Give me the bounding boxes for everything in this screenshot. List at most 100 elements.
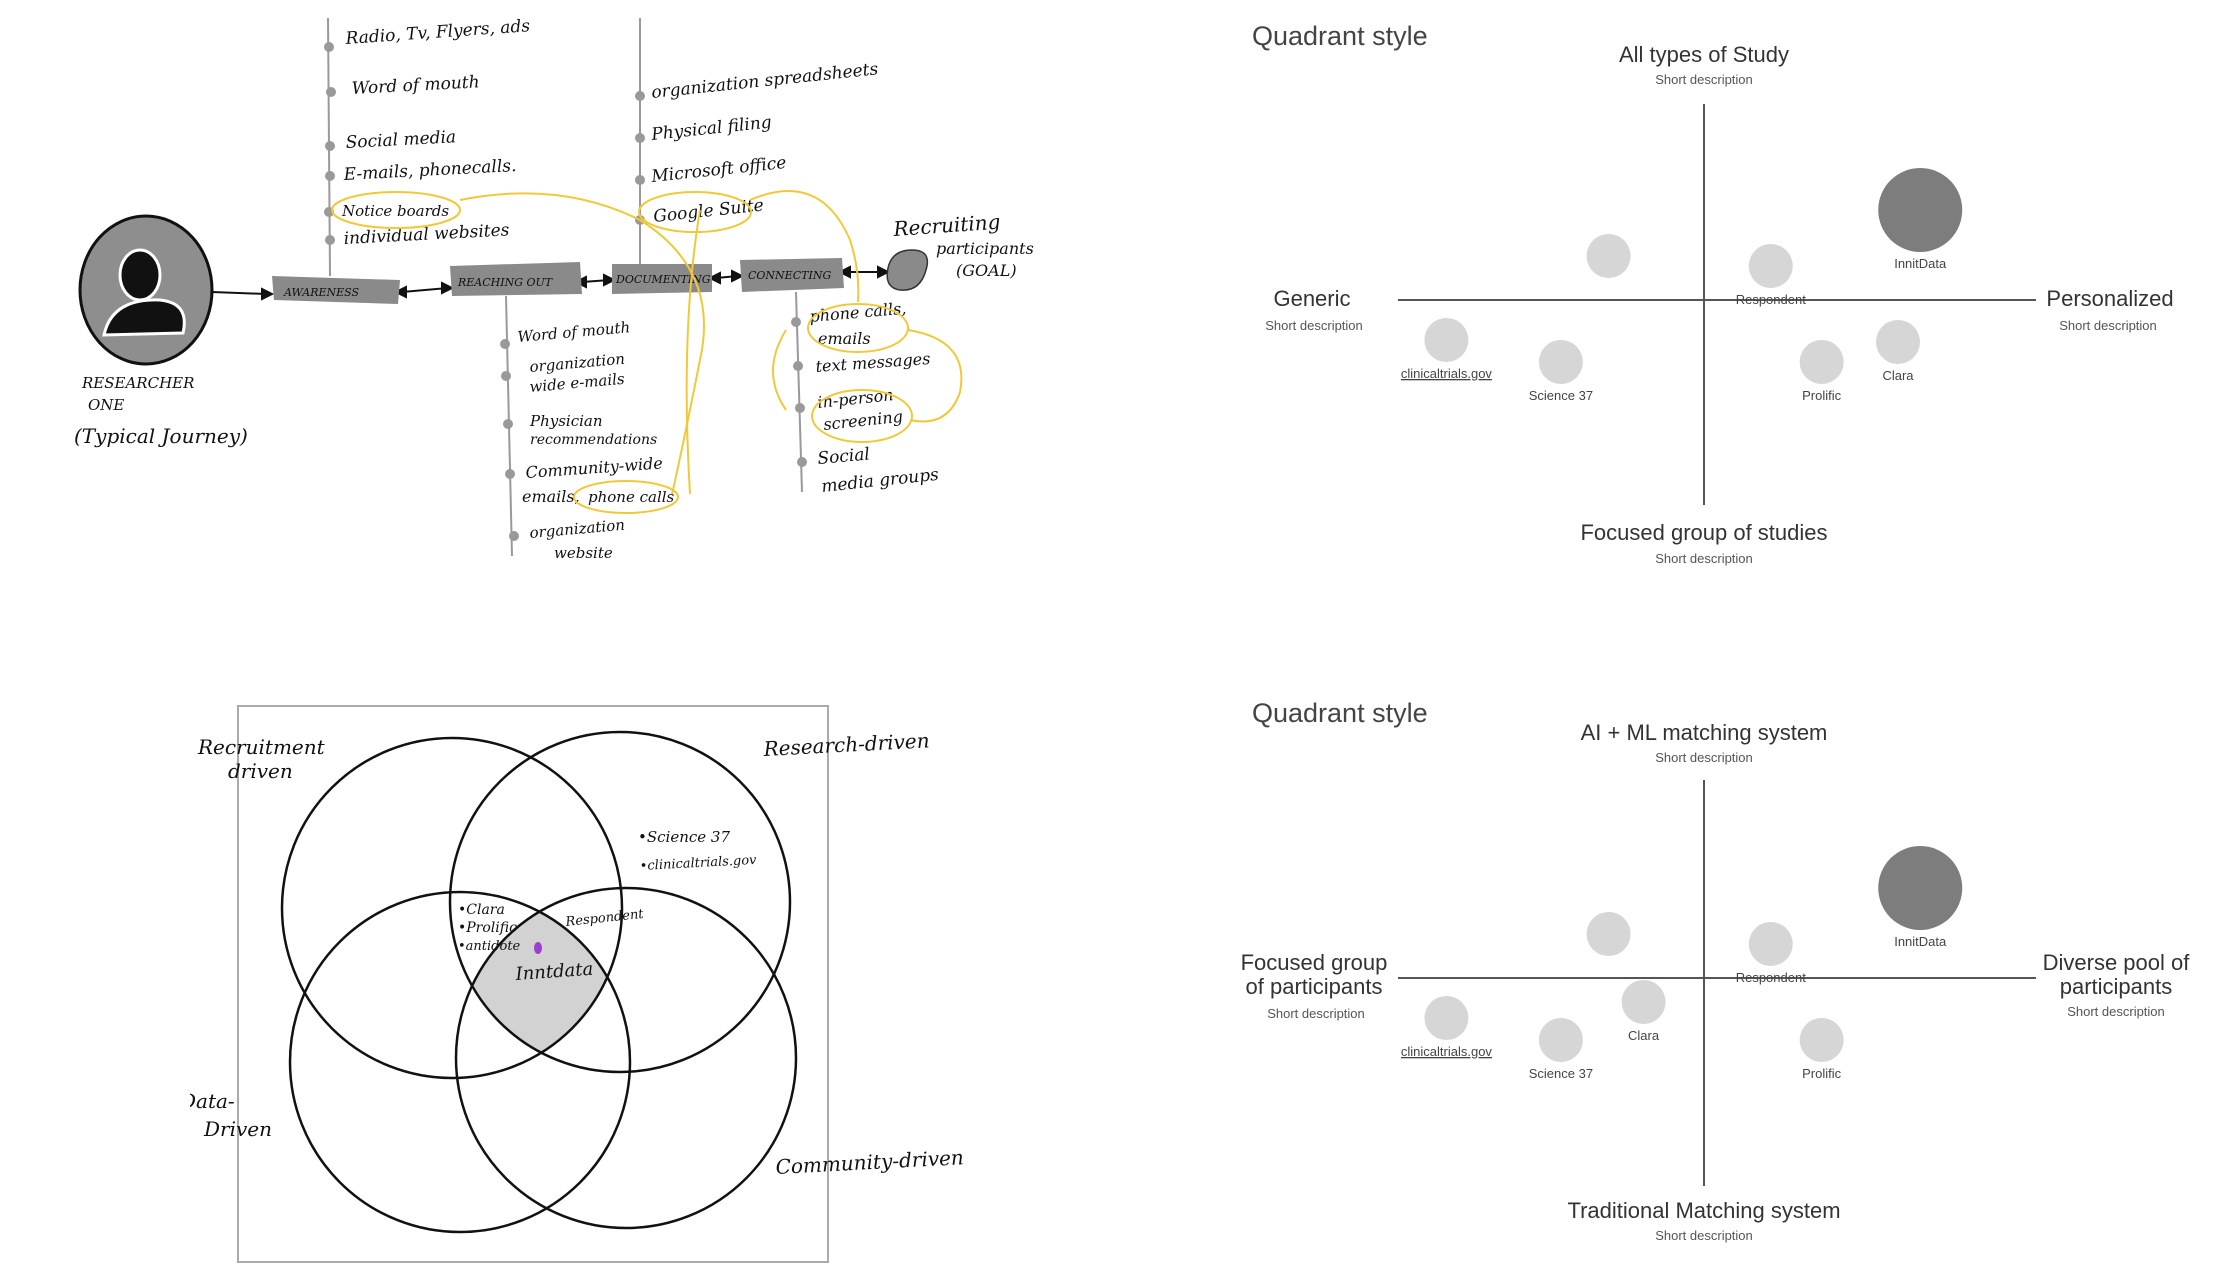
researcher-avatar — [78, 214, 214, 366]
reaching-item: recommendations — [530, 432, 657, 448]
point-science-37 — [1538, 340, 1583, 384]
point-label: Respondent — [1736, 292, 1806, 307]
point-prolific — [1799, 1018, 1844, 1062]
awareness-item: Word of mouth — [351, 72, 480, 99]
point-clinicaltrials-gov — [1424, 996, 1469, 1040]
researcher-label-2: ONE — [88, 396, 124, 414]
axis-bottom-label: Traditional Matching system — [1567, 1198, 1840, 1223]
venn-member: •Science 37 — [638, 828, 730, 846]
point-innitdata — [1878, 168, 1963, 252]
axis-left-label-2: of participants — [1246, 974, 1383, 999]
venn-circle-community — [454, 886, 798, 1230]
goal-blob — [886, 249, 929, 291]
point-label: Prolific — [1802, 1066, 1842, 1081]
axis-top-desc: Short description — [1655, 750, 1753, 765]
researcher-label-1: RESEARCHER — [81, 374, 194, 392]
reaching-item: Community-wide — [525, 453, 663, 482]
awareness-item: E-mails, phonecalls. — [342, 156, 517, 185]
documenting-item: Microsoft office — [649, 153, 787, 187]
venn-circle-data — [288, 890, 632, 1234]
point-science-37 — [1538, 1018, 1583, 1062]
axis-right-label-1: Diverse pool of — [2043, 950, 2191, 975]
awareness-item: Radio, Tv, Flyers, ads — [344, 16, 531, 49]
point-label: InnitData — [1894, 934, 1947, 949]
venn-label-community: Community-driven — [775, 1145, 964, 1179]
axis-bottom-desc: Short description — [1655, 1228, 1753, 1243]
venn-intersection — [456, 892, 622, 1072]
svg-text:DOCUMENTING: DOCUMENTING — [615, 273, 711, 286]
point-label: Prolific — [1802, 388, 1842, 403]
venn-member: •antidote — [458, 939, 521, 954]
quadrant-title: Quadrant style — [1252, 698, 1428, 728]
reaching-item: phone calls — [588, 488, 675, 506]
awareness-item: individual websites — [343, 220, 510, 249]
quadrant-chart-1: Quadrant style All types of Study Short … — [1252, 21, 2174, 566]
venn-member: •Clara — [458, 902, 505, 918]
point-label: Clara — [1882, 368, 1914, 383]
axis-bottom-desc: Short description — [1655, 551, 1753, 566]
axis-right-desc: Short description — [2059, 318, 2157, 333]
point-label: Clara — [1628, 1028, 1660, 1043]
axis-left-label: Generic — [1273, 286, 1350, 311]
axis-right-label: Personalized — [2046, 286, 2173, 311]
reaching-item: emails, — [522, 487, 580, 506]
stage-connecting: CONNECTING — [740, 258, 844, 292]
point-unlabeled — [1586, 234, 1631, 278]
journey-connectors — [459, 190, 963, 495]
stage-reaching-out: REACHING OUT — [450, 262, 582, 296]
point-label: Respondent — [1736, 970, 1806, 985]
awareness-item: Social media — [345, 127, 456, 153]
point-unlabeled — [1586, 912, 1631, 956]
venn-label-recruitment-1: Recruitment — [197, 735, 326, 759]
point-label[interactable]: clinicaltrials.gov — [1401, 366, 1493, 381]
point-respondent — [1748, 244, 1793, 288]
venn-frame — [237, 705, 829, 1263]
venn-circle-recruitment — [280, 736, 624, 1080]
documenting-item: Google Suite — [652, 196, 764, 227]
reaching-item: organization — [529, 516, 626, 542]
venn-label-recruitment-2: driven — [228, 759, 293, 783]
venn-member: •Prolific — [458, 920, 517, 936]
researcher-label-3: (Typical Journey) — [74, 424, 248, 448]
axis-left-desc: Short description — [1265, 318, 1363, 333]
point-label: InnitData — [1894, 256, 1947, 271]
venn-label-data-2: Driven — [203, 1117, 272, 1141]
axis-top-desc: Short description — [1655, 72, 1753, 87]
point-label[interactable]: clinicaltrials.gov — [1401, 1044, 1493, 1059]
axis-left-desc: Short description — [1267, 1006, 1365, 1021]
axis-bottom-label: Focused group of studies — [1580, 520, 1827, 545]
goal-label-2: participants — [936, 239, 1034, 258]
venn-label-research: Research-driven — [762, 728, 930, 761]
point-clara — [1875, 320, 1920, 364]
venn-member: •clinicaltrials.gov — [639, 853, 757, 874]
documenting-item: Physical filing — [649, 112, 772, 145]
connecting-item: emails — [818, 329, 871, 348]
goal-label-3: (GOAL) — [956, 261, 1017, 280]
venn-dot — [534, 942, 542, 954]
stage-documenting: DOCUMENTING — [612, 264, 712, 294]
axis-right-desc: Short description — [2067, 1004, 2165, 1019]
connecting-item: Social — [817, 444, 871, 468]
goal-label-1: Recruiting — [892, 210, 1001, 241]
axis-right-label-2: participants — [2060, 974, 2173, 999]
venn-member: Respondent — [564, 907, 645, 930]
venn-diagram: Recruitment driven Research-driven Data-… — [190, 705, 964, 1263]
quadrant-title: Quadrant style — [1252, 21, 1428, 51]
journey-diagram: RESEARCHER ONE (Typical Journey) AWARENE… — [74, 16, 1034, 562]
point-clara — [1621, 980, 1666, 1024]
point-innitdata — [1878, 846, 1963, 930]
svg-text:AWARENESS: AWARENESS — [283, 286, 360, 299]
venn-label-data-1: Data- — [190, 1089, 235, 1113]
svg-text:CONNECTING: CONNECTING — [748, 269, 831, 282]
point-respondent — [1748, 922, 1793, 966]
connecting-item: media groups — [820, 465, 940, 497]
axis-left-label-1: Focused group — [1241, 950, 1388, 975]
point-label: Science 37 — [1529, 388, 1593, 403]
reaching-item: website — [554, 544, 613, 562]
quadrant-chart-2: Quadrant style AI + ML matching system S… — [1241, 698, 2191, 1243]
awareness-item: Notice boards — [341, 202, 449, 220]
axis-top-label: All types of Study — [1619, 42, 1789, 67]
svg-text:REACHING OUT: REACHING OUT — [457, 276, 554, 289]
stage-awareness: AWARENESS — [272, 276, 400, 304]
axis-top-label: AI + ML matching system — [1581, 720, 1828, 745]
